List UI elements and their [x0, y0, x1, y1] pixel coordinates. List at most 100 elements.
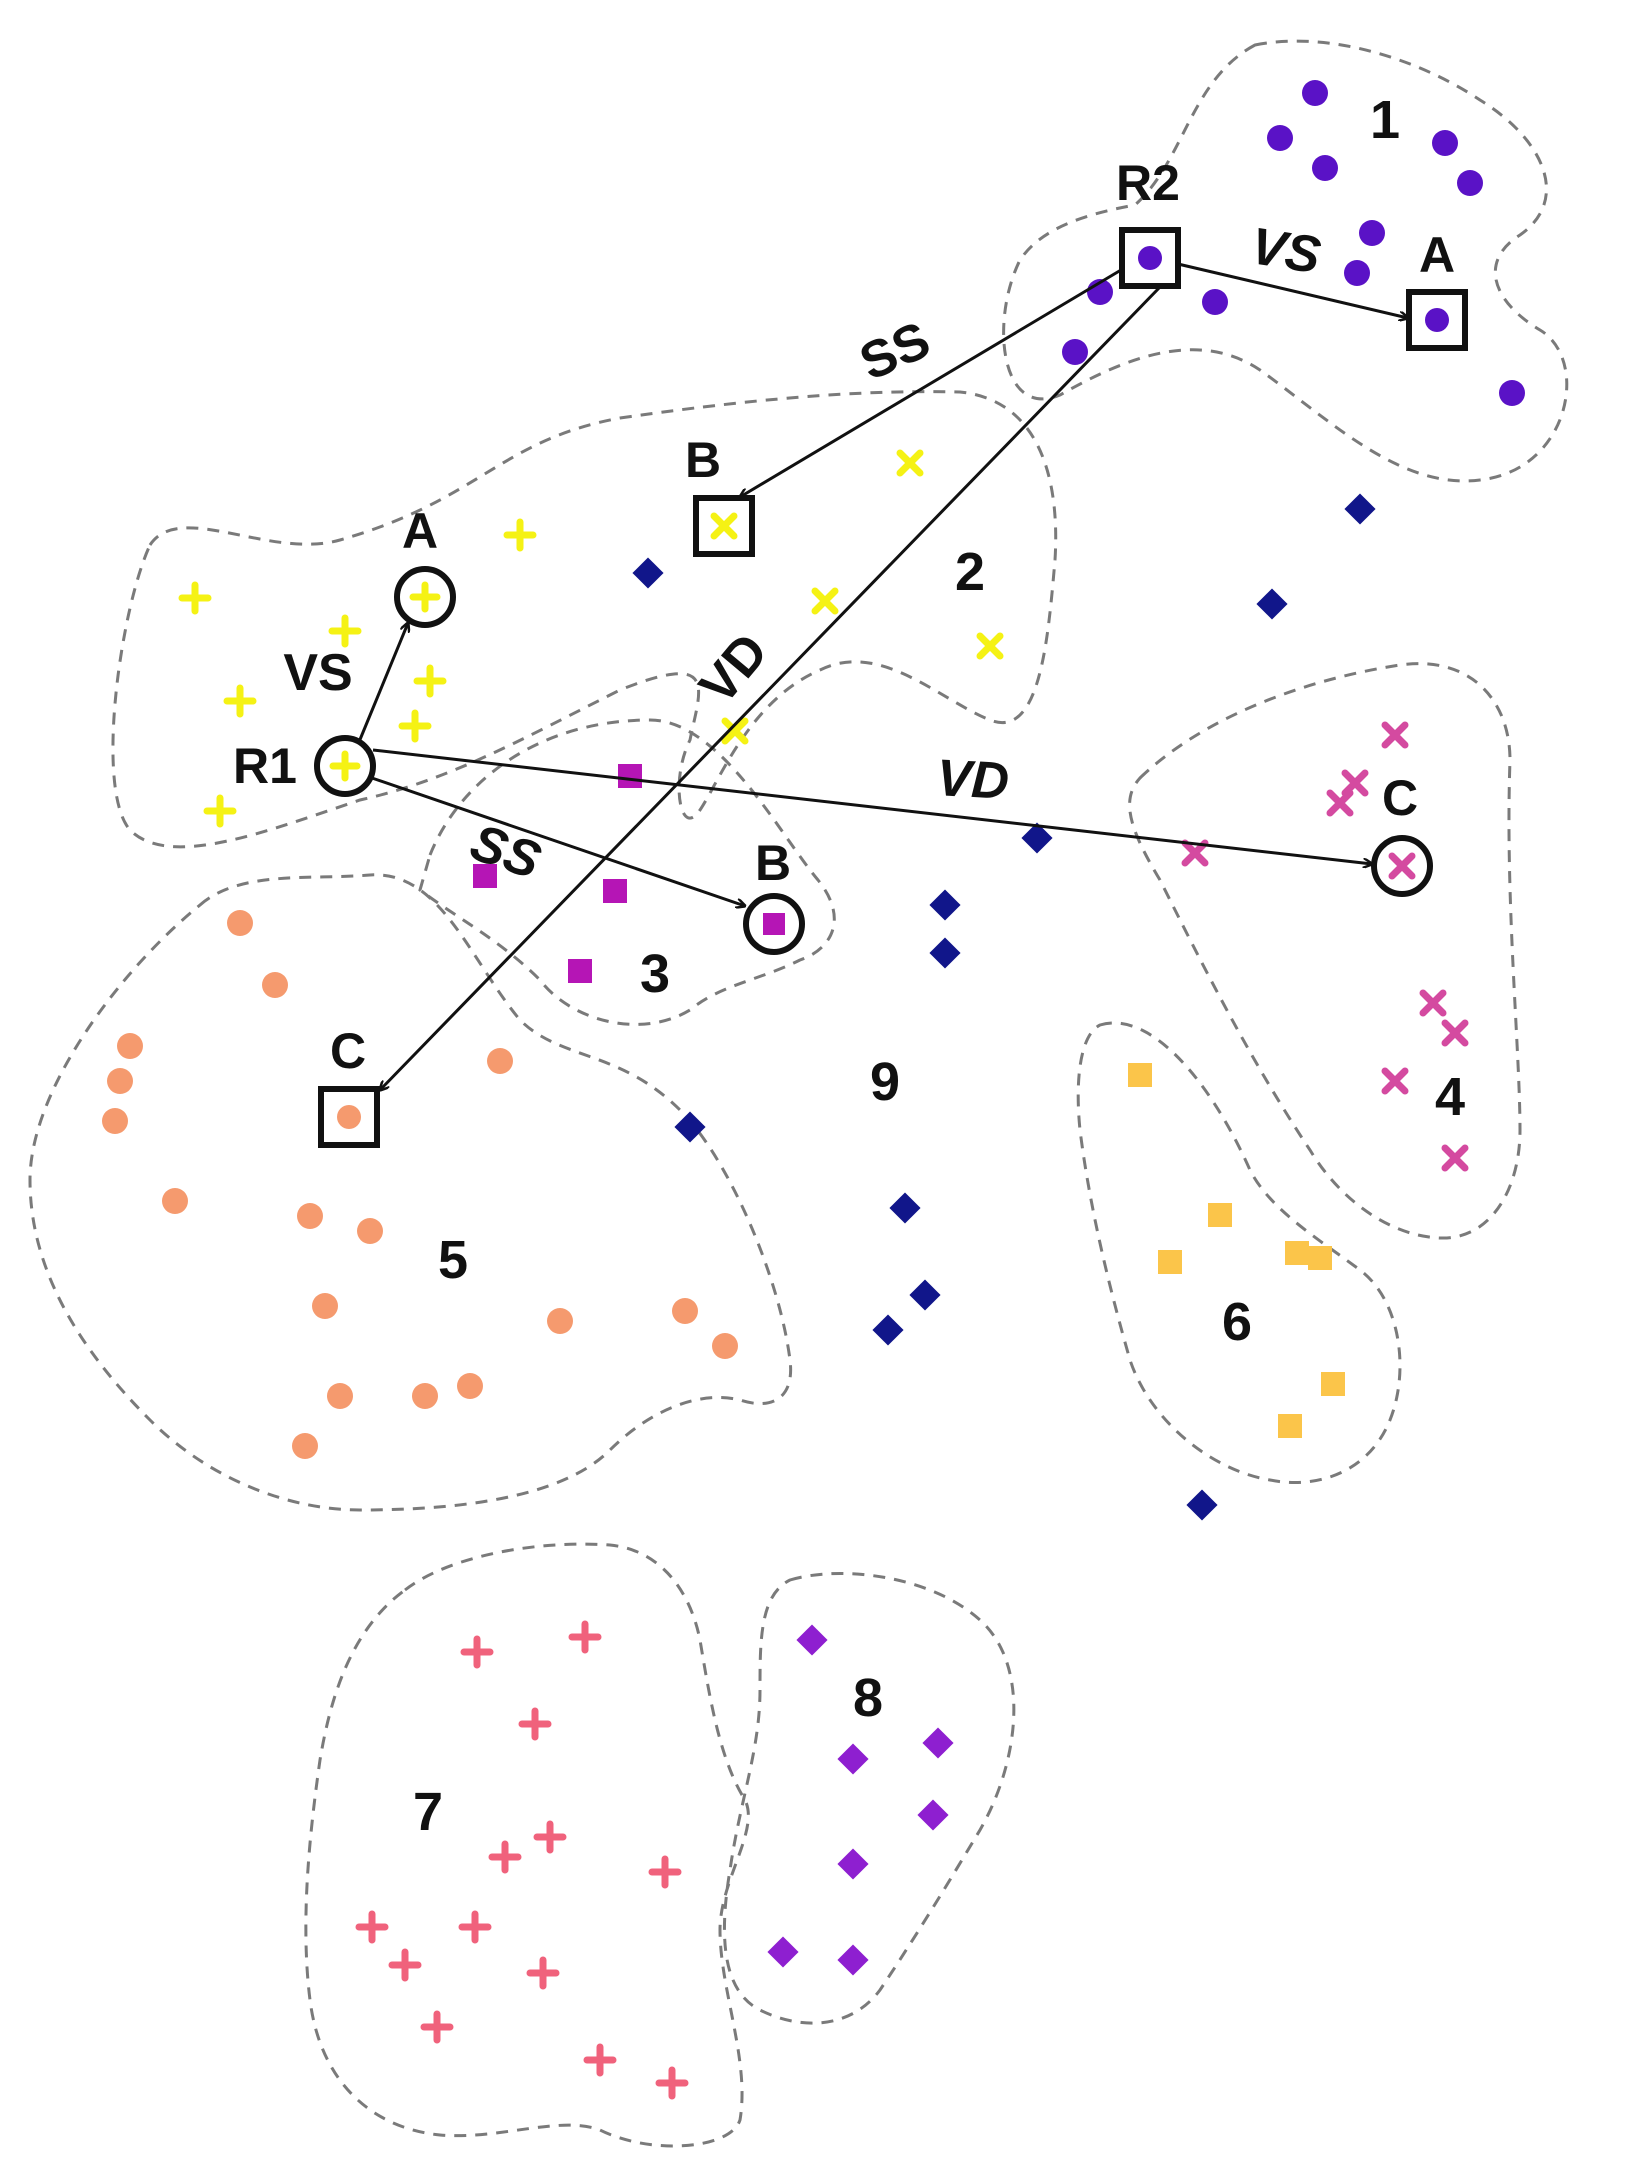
point-cluster-1-1	[1267, 125, 1293, 151]
point-cluster-7-4	[488, 1840, 522, 1874]
anchor-label-r1-a: A	[402, 503, 438, 559]
point-cluster-8-6	[837, 1944, 869, 1976]
cluster-label-6: 6	[1222, 1292, 1252, 1352]
relation-label-r2-b: SS	[852, 311, 939, 392]
point-cluster-1-4	[1312, 155, 1338, 181]
point-cluster-5-2	[117, 1033, 143, 1059]
cluster-labels: 1 2 3 4 5 6 7 8 9	[413, 90, 1465, 1842]
point-cluster-2-0	[503, 518, 537, 552]
point-cluster-5-1	[262, 972, 288, 998]
anchor-label-r2-c: C	[330, 1023, 366, 1079]
point-cluster-4-7	[1381, 1067, 1409, 1095]
point-cluster-2-1	[178, 581, 212, 615]
cluster-label-4: 4	[1435, 1067, 1465, 1127]
point-cluster-7-8	[388, 1948, 422, 1982]
point-cluster-8-1	[837, 1743, 869, 1775]
cluster-label-7: 7	[413, 1782, 443, 1842]
relation-label-r2-c: VD	[689, 623, 780, 716]
point-cluster-3-2	[603, 879, 627, 903]
anchor-r2-a-marker	[1406, 289, 1468, 351]
point-cluster-5-16	[292, 1433, 318, 1459]
data-points	[102, 80, 1525, 2100]
point-cluster-9-0	[632, 557, 664, 589]
point-cluster-6-2	[1158, 1250, 1182, 1274]
cluster-label-9: 9	[870, 1052, 900, 1112]
point-cluster-7-1	[568, 1620, 602, 1654]
relation-arrows	[357, 262, 1408, 1090]
relation-label-r2-a: VS	[1247, 217, 1325, 285]
point-cluster-9-1	[1344, 493, 1376, 525]
cluster-boundary-8	[722, 1572, 1016, 2025]
cluster-boundary-4	[1128, 662, 1522, 1240]
cluster-label-3: 3	[640, 944, 670, 1004]
relation-labels: VS SS VD VS SS VD	[283, 217, 1324, 891]
anchor-label-r2-a: A	[1419, 227, 1455, 283]
point-cluster-6-3	[1285, 1241, 1309, 1265]
point-cluster-5-15	[457, 1373, 483, 1399]
point-cluster-4-2	[1326, 789, 1354, 817]
anchor-label-r2-b: B	[685, 432, 721, 488]
point-cluster-5-10	[547, 1308, 573, 1334]
point-cluster-5-0	[227, 910, 253, 936]
point-cluster-8-5	[767, 1936, 799, 1968]
point-cluster-9-5	[929, 937, 961, 969]
anchor-r1-b-marker	[743, 893, 805, 955]
point-cluster-2-6	[398, 709, 432, 743]
anchor-markers	[314, 227, 1468, 1148]
anchor-label-r1: R1	[233, 738, 297, 794]
cluster-label-1: 1	[1370, 90, 1400, 150]
cluster-boundaries	[28, 39, 1569, 2148]
point-cluster-5-11	[672, 1298, 698, 1324]
point-cluster-6-4	[1308, 1246, 1332, 1270]
point-cluster-1-2	[1432, 130, 1458, 156]
point-cluster-7-0	[460, 1635, 494, 1669]
point-cluster-1-6	[1344, 260, 1370, 286]
point-cluster-7-7	[458, 1910, 492, 1944]
cluster-label-8: 8	[853, 1668, 883, 1728]
point-cluster-9-9	[872, 1314, 904, 1346]
anchor-r1-marker	[314, 735, 376, 797]
cluster-boundary-3	[418, 718, 836, 1026]
point-cluster-9-4	[929, 889, 961, 921]
cluster-boundary-5	[28, 873, 793, 1512]
point-cluster-8-4	[837, 1848, 869, 1880]
point-cluster-1-10	[1499, 380, 1525, 406]
point-cluster-3-0	[618, 764, 642, 788]
point-cluster-4-5	[1419, 989, 1447, 1017]
point-cluster-4-0	[1381, 721, 1409, 749]
point-cluster-4-6	[1441, 1019, 1469, 1047]
arrow-r1-to-c	[372, 748, 1372, 864]
point-cluster-2-5	[223, 684, 257, 718]
cluster-boundary-1	[1002, 39, 1569, 483]
point-cluster-5-8	[357, 1218, 383, 1244]
point-cluster-5-14	[412, 1383, 438, 1409]
relation-label-r1-a: VS	[283, 644, 352, 702]
point-cluster-3-3	[568, 959, 592, 983]
point-cluster-3-1	[473, 864, 497, 888]
point-cluster-2-7	[203, 794, 237, 828]
anchor-r2-c-marker	[318, 1086, 380, 1148]
point-cluster-9-8	[909, 1279, 941, 1311]
point-cluster-2-11	[976, 632, 1004, 660]
point-cluster-6-6	[1278, 1414, 1302, 1438]
anchor-label-r2: R2	[1116, 155, 1180, 211]
cluster-boundary-6	[1076, 1021, 1402, 1484]
point-cluster-7-10	[420, 2010, 454, 2044]
point-cluster-7-11	[583, 2043, 617, 2077]
point-cluster-5-3	[107, 1068, 133, 1094]
point-cluster-5-7	[297, 1203, 323, 1229]
cluster-boundary-7	[304, 1542, 750, 2148]
point-cluster-2-4	[413, 664, 447, 698]
point-cluster-1-9	[1062, 339, 1088, 365]
point-cluster-2-3	[328, 614, 362, 648]
point-cluster-7-6	[355, 1910, 389, 1944]
point-cluster-2-10	[811, 587, 839, 615]
point-cluster-5-4	[102, 1108, 128, 1134]
point-cluster-7-2	[518, 1707, 552, 1741]
arrow-r1-to-a	[357, 623, 408, 743]
point-cluster-4-3	[1181, 839, 1209, 867]
arrow-r2-to-b	[740, 268, 1122, 497]
cluster-boundary-2	[111, 390, 1058, 849]
point-cluster-1-0	[1302, 80, 1328, 106]
point-cluster-2-8	[896, 449, 924, 477]
